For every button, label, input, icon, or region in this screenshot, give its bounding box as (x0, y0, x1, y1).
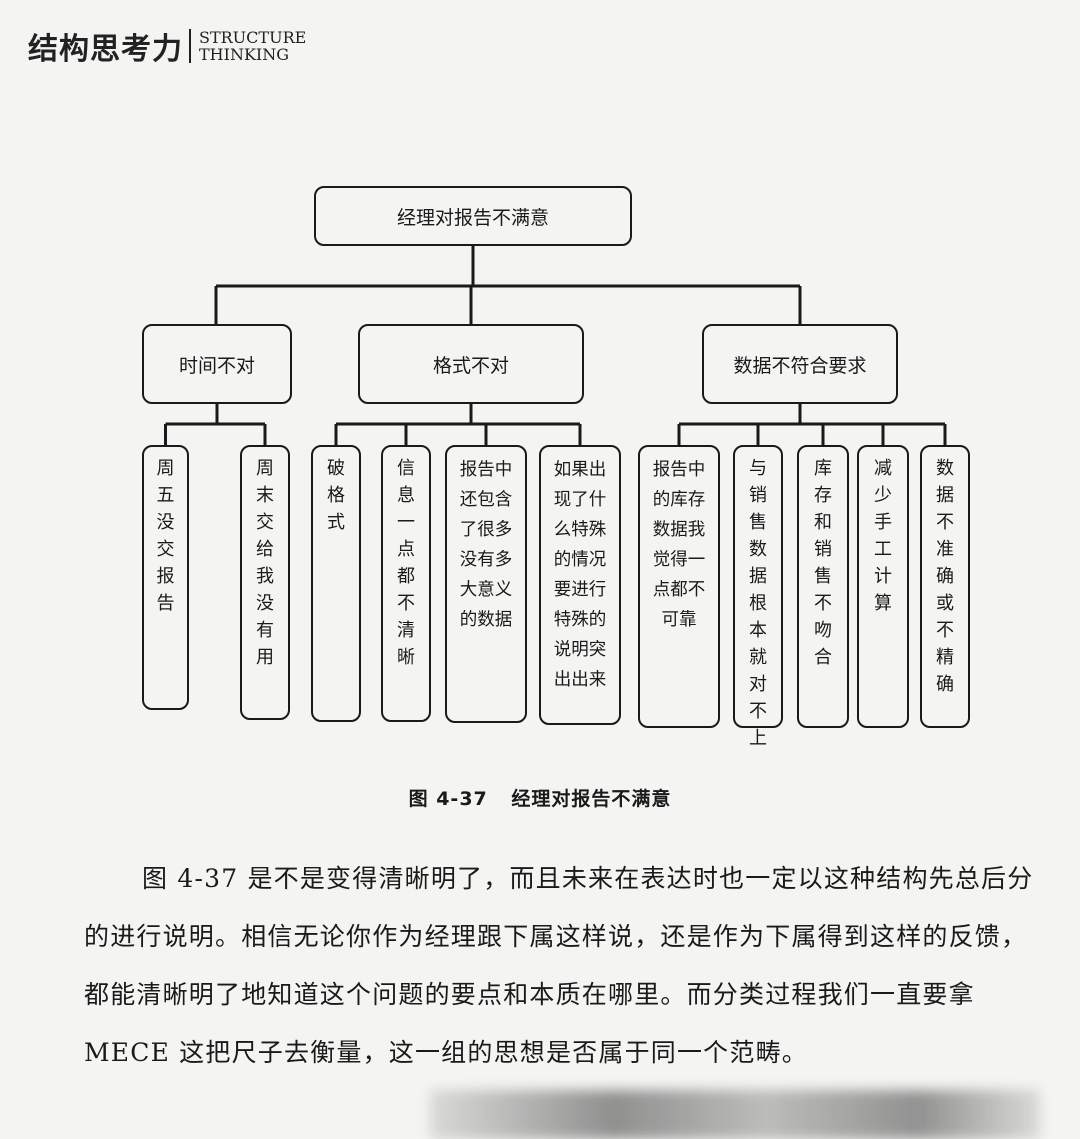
book-header: 结构思考力 STRUCTURE THINKING (28, 22, 306, 70)
leaf-node-label: 信息一点都不清晰 (397, 458, 415, 668)
header-divider (189, 29, 191, 63)
leaf-node: 报告中的库存数据我觉得一点都不可靠 (638, 445, 720, 728)
branch-node: 格式不对 (358, 324, 584, 404)
leaf-node-label: 周末交给我没有用 (256, 458, 274, 668)
figure-number: 图 4-37 (408, 788, 488, 810)
leaf-node: 破格式 (311, 445, 361, 722)
body-paragraph: 图 4-37 是不是变得清晰明了，而且未来在表达时也一定以这种结构先总后分的进行… (84, 864, 1034, 1067)
leaf-node: 信息一点都不清晰 (381, 445, 431, 722)
leaf-node-label: 减少手工计算 (874, 458, 892, 614)
blurred-region (430, 1090, 1040, 1139)
branch-node-label: 数据不符合要求 (733, 354, 867, 377)
book-subtitle-line1: STRUCTURE (199, 28, 307, 47)
leaf-node-label: 报告中的库存数据我觉得一点都不可靠 (652, 460, 706, 630)
leaf-node: 周五没交报告 (142, 445, 189, 710)
branch-node: 时间不对 (142, 324, 292, 404)
book-subtitle-line2: THINKING (199, 45, 289, 64)
leaf-node-label: 破格式 (327, 458, 345, 533)
leaf-node: 报告中还包含了很多没有多大意义的数据 (445, 445, 527, 723)
branch-node-label: 时间不对 (178, 354, 255, 377)
leaf-node: 数据不准确或不精确 (920, 445, 970, 728)
leaf-node-label: 周五没交报告 (156, 458, 175, 614)
root-node: 经理对报告不满意 (314, 186, 632, 246)
leaf-node-label: 与销售数据根本就对不上 (749, 458, 767, 749)
leaf-node-label: 数据不准确或不精确 (936, 458, 954, 695)
figure-caption: 图 4-37 经理对报告不满意 (0, 784, 1080, 811)
book-title: 结构思考力 (28, 32, 183, 67)
leaf-node-label: 库存和销售不吻合 (814, 458, 832, 668)
leaf-node-label: 报告中还包含了很多没有多大意义的数据 (459, 460, 513, 630)
leaf-node: 减少手工计算 (857, 445, 909, 728)
figure-title: 经理对报告不满意 (511, 788, 672, 810)
branch-node: 数据不符合要求 (702, 324, 898, 404)
leaf-node: 与销售数据根本就对不上 (733, 445, 783, 749)
body-text: 图 4-37 是不是变得清晰明了，而且未来在表达时也一定以这种结构先总后分的进行… (84, 850, 1044, 1082)
book-subtitle: STRUCTURE THINKING (199, 29, 306, 63)
leaf-node-label: 如果出现了什么特殊的情况要进行特殊的说明突出出来 (553, 460, 607, 690)
root-node-label: 经理对报告不满意 (396, 206, 549, 229)
branch-node-label: 格式不对 (432, 354, 509, 377)
leaf-node: 如果出现了什么特殊的情况要进行特殊的说明突出出来 (539, 445, 621, 725)
leaf-node: 周末交给我没有用 (240, 445, 290, 720)
leaf-node: 库存和销售不吻合 (797, 445, 849, 728)
